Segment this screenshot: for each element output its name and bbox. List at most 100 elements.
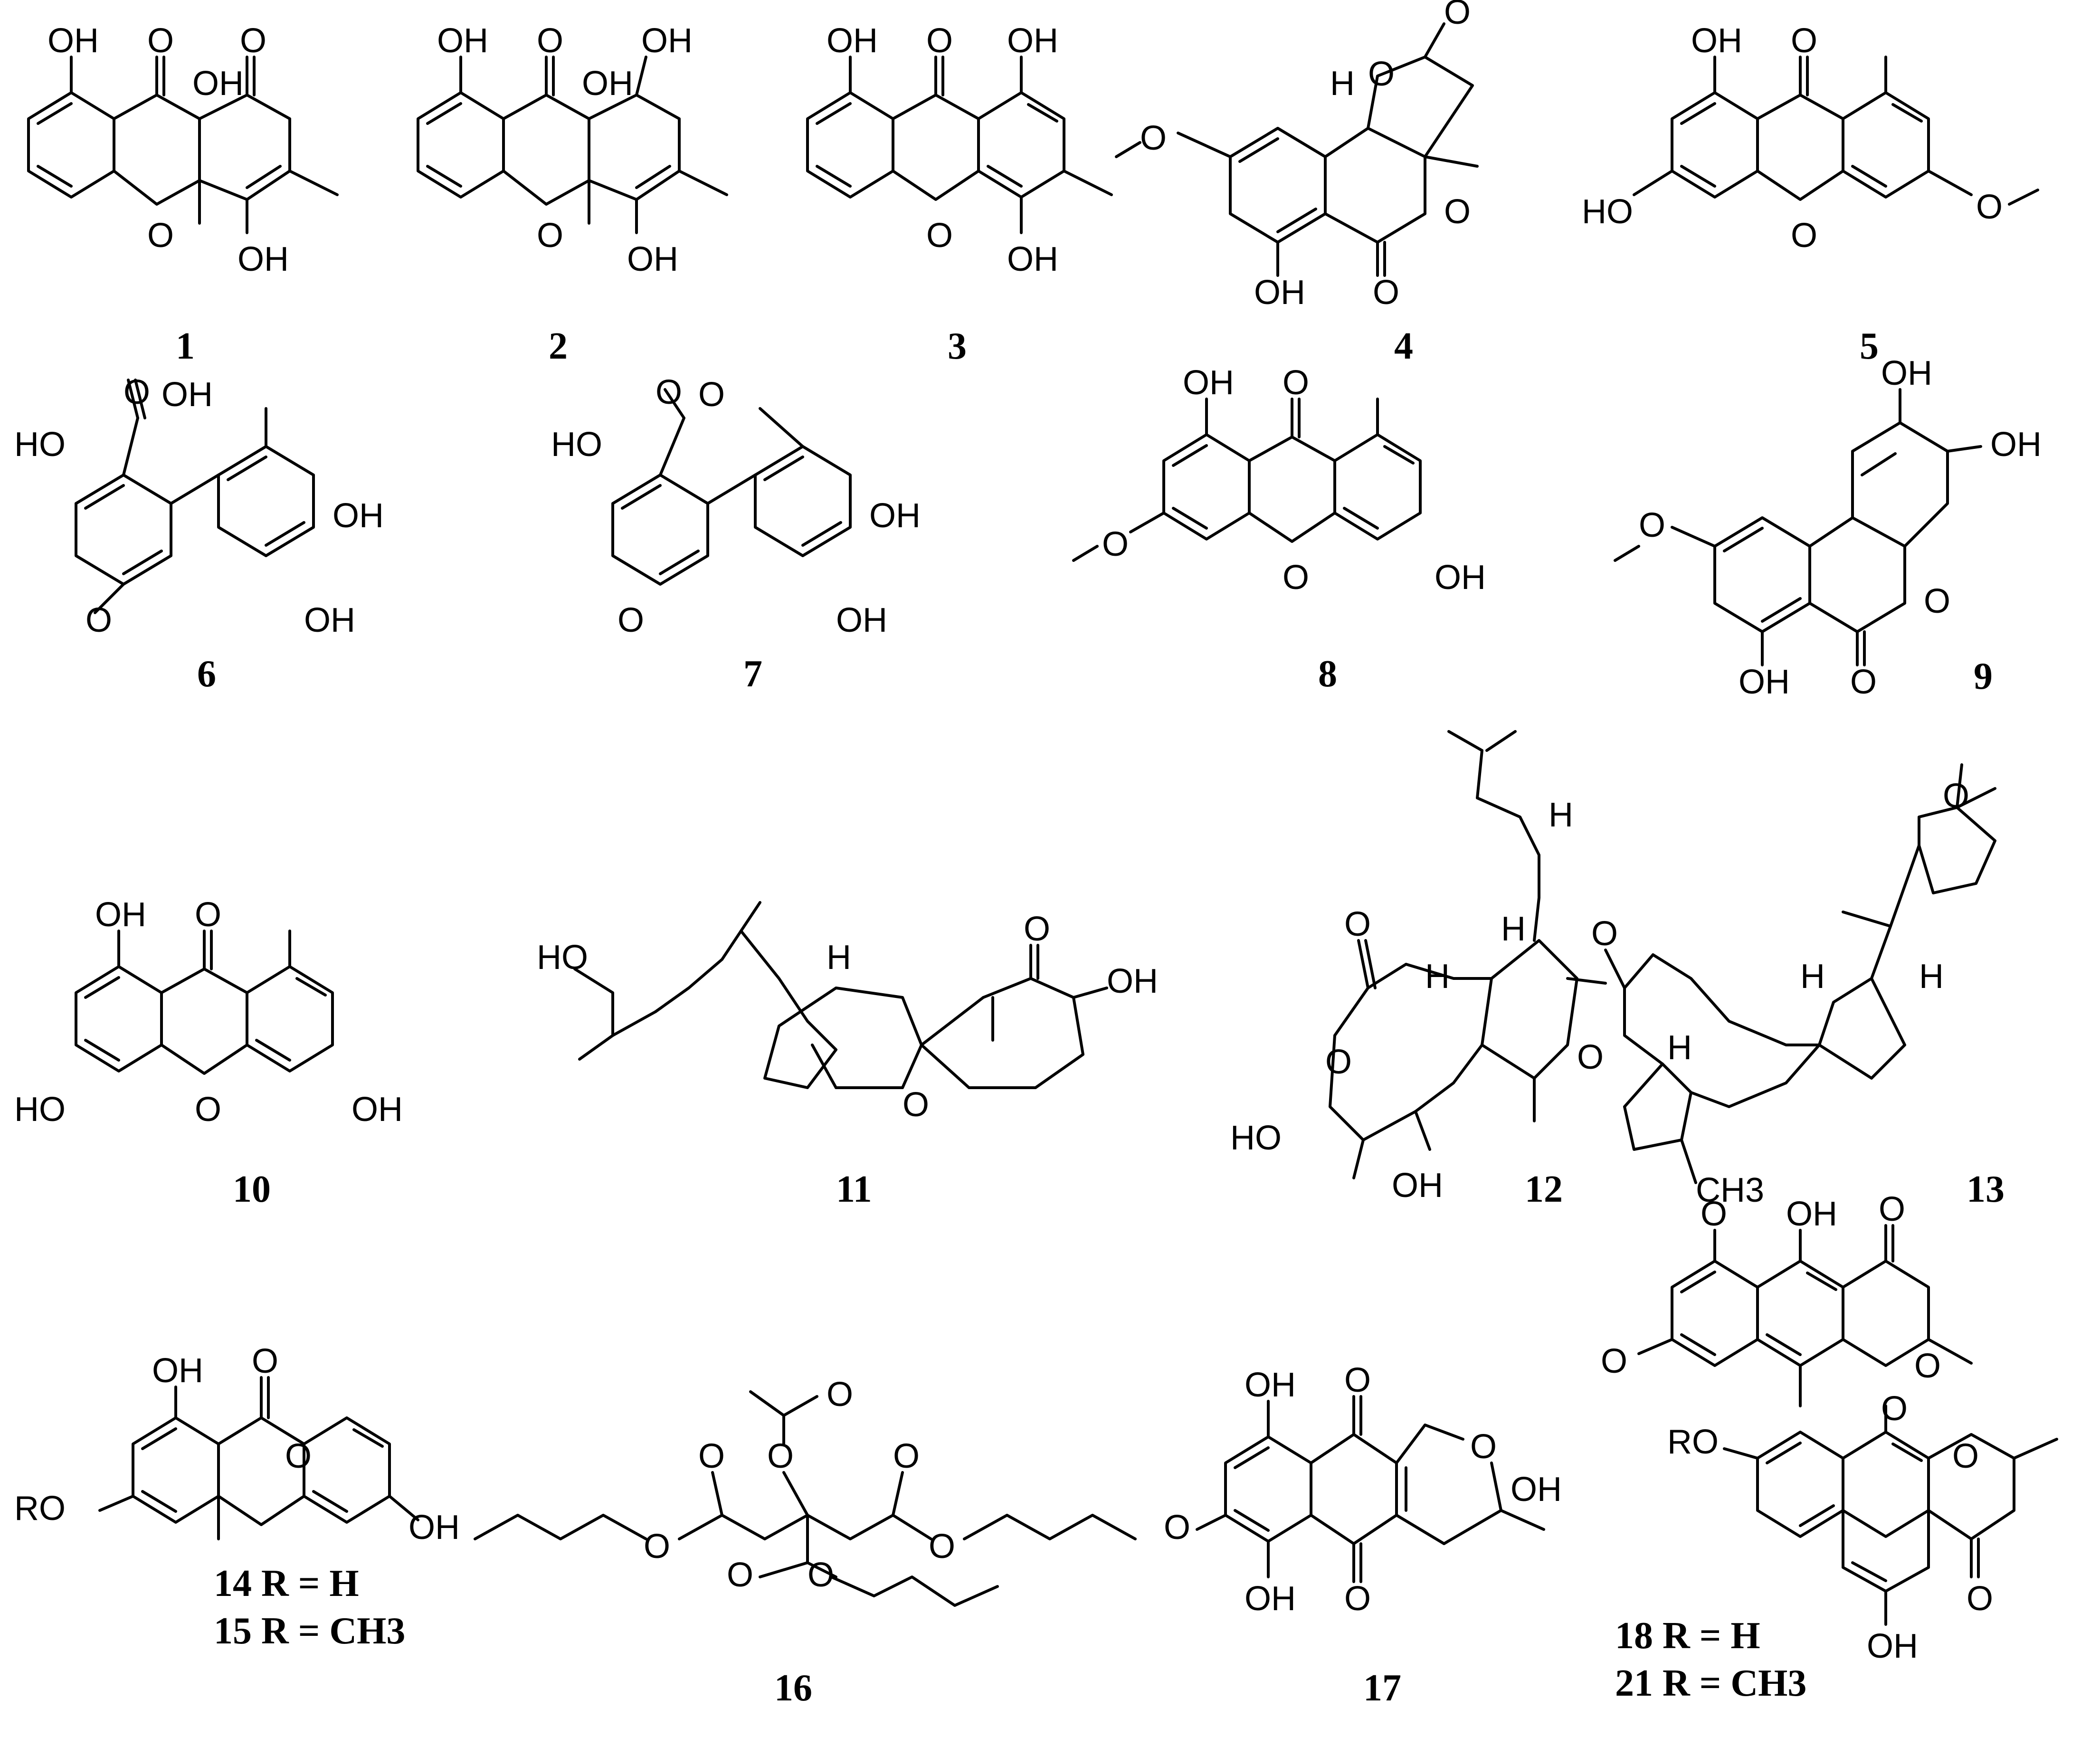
atom-label: O <box>147 217 174 255</box>
atom-label: OH <box>836 601 887 639</box>
atom-label: O <box>1976 188 2003 226</box>
structure-13: O O O H H H CH3 13 <box>1577 763 2005 1210</box>
structure-9: OH OH O O O OH 9 <box>1614 354 2042 701</box>
atom-label: O <box>1164 1509 1190 1547</box>
compound-number: 5 <box>1860 325 1879 367</box>
atom-label: O <box>926 217 953 255</box>
atom-label: O <box>1344 905 1371 943</box>
structure-14-15: OH O O RO OH 14 R = H 15 R = CH3 <box>14 1342 460 1652</box>
atom-label: O <box>1373 274 1399 312</box>
atom-label: H <box>1919 958 1944 996</box>
atom-label: O <box>1881 1390 1908 1428</box>
atom-label: O <box>240 22 266 60</box>
atom-label: OH <box>1739 663 1790 701</box>
compound-label-14: 14 R = H <box>214 1563 359 1604</box>
atom-label: OH <box>1511 1471 1562 1509</box>
structure-7: O O HO O OH OH 7 <box>551 373 921 695</box>
atom-label: OH <box>641 22 693 60</box>
atom-label: OH <box>582 65 633 103</box>
atom-label: O <box>929 1528 955 1566</box>
atom-label: OH <box>95 896 146 934</box>
atom-label: OH <box>869 497 921 535</box>
atom-label: O <box>1639 506 1665 544</box>
compound-number: 12 <box>1525 1168 1563 1210</box>
compound-label-15: 15 R = CH3 <box>214 1610 405 1652</box>
atom-label: O <box>1924 582 1950 620</box>
atom-label: O <box>537 217 563 255</box>
structure-3: OH O OH O OH 3 <box>806 22 1113 367</box>
compound-number: 4 <box>1394 325 1413 367</box>
atom-label: O <box>1952 1437 1979 1475</box>
structure-12: O O HO OH H H H 12 <box>1230 730 1607 1210</box>
atom-label: O <box>252 1342 278 1380</box>
atom-label: O <box>1283 364 1309 402</box>
atom-label: O <box>1601 1342 1627 1380</box>
atom-label: O <box>827 1376 853 1414</box>
compound-number: 11 <box>836 1168 872 1210</box>
structure-16: O O O O O O O O 16 <box>474 1376 1137 1709</box>
atom-label: O <box>285 1437 312 1475</box>
atom-label: O <box>903 1086 929 1124</box>
atom-label: O <box>767 1437 794 1475</box>
atom-label: O <box>1344 1580 1371 1618</box>
atom-label: O <box>147 22 174 60</box>
atom-label: H <box>1501 910 1526 948</box>
atom-label: O <box>926 22 953 60</box>
atom-label: O <box>698 376 725 414</box>
atom-label: O <box>1444 193 1471 231</box>
atom-label: OH <box>1691 22 1742 60</box>
atom-label: RO <box>14 1490 66 1528</box>
structure-18-21: O OH O O O RO O O O OH 18 R = H 21 R = C… <box>1601 1190 2058 1704</box>
atom-label: OH <box>304 601 355 639</box>
atom-label: O <box>1368 55 1395 93</box>
atom-label: O <box>1879 1190 1905 1228</box>
atom-label: H <box>1330 65 1355 103</box>
atom-label: HO <box>537 939 588 977</box>
atom-label: O <box>195 896 221 934</box>
atom-label: O <box>644 1528 670 1566</box>
compound-number: 3 <box>948 325 967 367</box>
atom-label: O <box>1444 0 1471 31</box>
atom-label: O <box>1344 1361 1371 1399</box>
atom-label: O <box>1791 22 1817 60</box>
atom-label: O <box>618 601 644 639</box>
atom-label: OH <box>192 65 244 103</box>
structure-10: OH O O HO OH 10 <box>14 896 403 1210</box>
compound-number: 6 <box>197 653 216 695</box>
atom-label: OH <box>1392 1167 1443 1205</box>
atom-label: OH <box>352 1091 403 1129</box>
compound-number: 1 <box>176 325 195 367</box>
atom-label: O <box>1283 559 1309 597</box>
atom-label: O <box>1967 1580 1993 1618</box>
atom-label: O <box>1470 1428 1497 1466</box>
atom-label: O <box>1943 777 1969 815</box>
atom-label: OH <box>1254 274 1305 312</box>
compound-number: 16 <box>774 1667 812 1709</box>
atom-label: HO <box>14 1091 66 1129</box>
atom-label: H <box>1549 796 1573 834</box>
atom-label: O <box>893 1437 920 1475</box>
atom-label: OH <box>627 240 678 278</box>
atom-label: H <box>1800 958 1825 996</box>
atom-label: OH <box>238 240 289 278</box>
compound-number: 2 <box>549 325 568 367</box>
compound-number: 7 <box>743 653 762 695</box>
atom-label: OH <box>409 1509 460 1547</box>
atom-label: OH <box>162 376 213 414</box>
atom-label: OH <box>1245 1580 1296 1618</box>
atom-label: OH <box>1435 559 1486 597</box>
compound-number: 8 <box>1318 653 1337 695</box>
atom-label: O <box>1914 1347 1941 1385</box>
atom-label: H <box>827 939 851 977</box>
compound-number: 10 <box>233 1168 271 1210</box>
atom-label: O <box>1325 1043 1352 1081</box>
atom-label: HO <box>1230 1119 1282 1157</box>
atom-label: OH <box>333 497 384 535</box>
atom-label: HO <box>551 426 602 464</box>
structure-6: O OH HO O OH OH 6 <box>14 373 384 695</box>
atom-label: O <box>1024 910 1050 948</box>
atom-label: O <box>727 1556 753 1594</box>
atom-label: OH <box>1245 1366 1296 1404</box>
structure-4: O H O O O O OH 4 <box>1115 0 1479 367</box>
